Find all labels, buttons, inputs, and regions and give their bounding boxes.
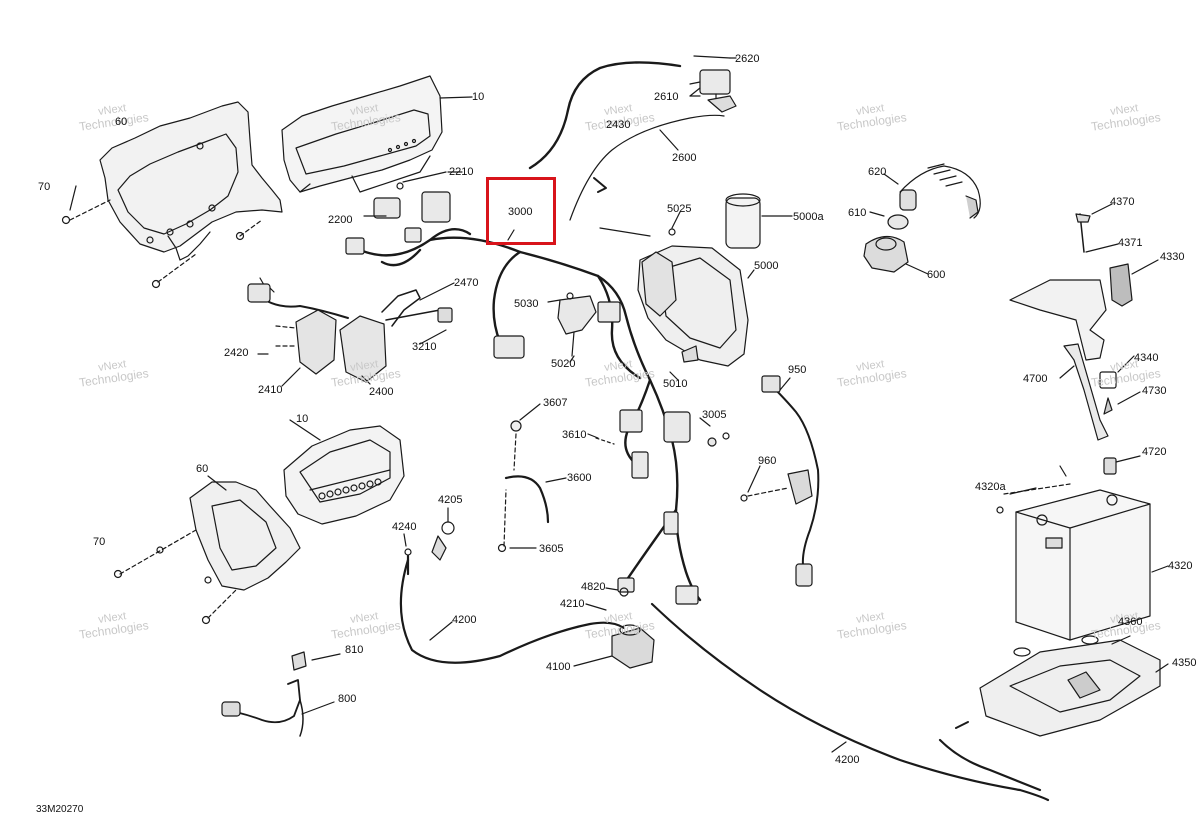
- ignition-switch: [863, 235, 909, 273]
- harness-connector: [493, 335, 525, 359]
- callout-3605[interactable]: 3605: [539, 543, 564, 555]
- battery: [1015, 489, 1151, 641]
- callout-2210[interactable]: 2210: [449, 166, 474, 178]
- callout-4370[interactable]: 4370: [1110, 196, 1135, 208]
- callout-800[interactable]: 800: [338, 693, 357, 705]
- callout-2610[interactable]: 2610: [654, 91, 679, 103]
- callout-5000[interactable]: 5000: [754, 260, 779, 272]
- callout-610[interactable]: 610: [848, 207, 867, 219]
- callout-3600[interactable]: 3600: [567, 472, 592, 484]
- handlebar-switch: [295, 309, 337, 375]
- callout-4200[interactable]: 4200: [452, 614, 477, 626]
- callout-2420[interactable]: 2420: [224, 347, 249, 359]
- switch-module: [699, 69, 731, 95]
- harness-connector: [663, 511, 679, 535]
- fuse-cylinder: [725, 197, 761, 249]
- ground-cable: [504, 475, 550, 524]
- positive-cable: [399, 558, 626, 664]
- harness-connector: [404, 227, 422, 243]
- callout-2600[interactable]: 2600: [672, 152, 697, 164]
- callout-5030[interactable]: 5030: [514, 298, 539, 310]
- callout-4820[interactable]: 4820: [581, 581, 606, 593]
- callout-4371[interactable]: 4371: [1118, 237, 1143, 249]
- harness-connector: [675, 585, 699, 605]
- callout-2200[interactable]: 2200: [328, 214, 353, 226]
- callout-4720[interactable]: 4720: [1142, 446, 1167, 458]
- callout-3005[interactable]: 3005: [702, 409, 727, 421]
- battery-bracket: [1009, 279, 1107, 361]
- callout-5000a[interactable]: 5000a: [793, 211, 824, 223]
- callout-2470[interactable]: 2470: [454, 277, 479, 289]
- callout-3210[interactable]: 3210: [412, 341, 437, 353]
- antenna-cable: [528, 61, 682, 170]
- callout-2620[interactable]: 2620: [735, 53, 760, 65]
- callout-620[interactable]: 620: [868, 166, 887, 178]
- callout-70[interactable]: 70: [38, 181, 51, 193]
- callout-4320[interactable]: 4320: [1168, 560, 1193, 572]
- mounting-bracket: [557, 295, 597, 335]
- callout-4350[interactable]: 4350: [1172, 657, 1197, 669]
- callout-60[interactable]: 60: [115, 116, 128, 128]
- callout-70-lower[interactable]: 70: [93, 536, 106, 548]
- callout-3607[interactable]: 3607: [543, 397, 568, 409]
- callout-4340[interactable]: 4340: [1134, 352, 1159, 364]
- callout-4700[interactable]: 4700: [1023, 373, 1048, 385]
- harness-connector: [631, 451, 649, 479]
- callout-4330[interactable]: 4330: [1160, 251, 1185, 263]
- callout-4200-lower[interactable]: 4200: [835, 754, 860, 766]
- callout-60-lower[interactable]: 60: [196, 463, 209, 475]
- callout-5020[interactable]: 5020: [551, 358, 576, 370]
- callout-3000[interactable]: 3000: [508, 206, 533, 218]
- harness-connector: [663, 411, 691, 443]
- harness-connector: [421, 191, 451, 223]
- callout-4320a[interactable]: 4320a: [975, 481, 1006, 493]
- callout-4240[interactable]: 4240: [392, 521, 417, 533]
- harness-connector: [373, 197, 401, 219]
- callout-4730[interactable]: 4730: [1142, 385, 1167, 397]
- cluster-bezel-lower: [156, 481, 301, 591]
- callout-600[interactable]: 600: [927, 269, 946, 281]
- diagram-reference-code: 33M20270: [36, 804, 84, 815]
- highlight-box: [486, 177, 556, 245]
- callout-960[interactable]: 960: [758, 455, 777, 467]
- callout-10-lower[interactable]: 10: [296, 413, 309, 425]
- callout-950[interactable]: 950: [788, 364, 807, 376]
- harness-connector: [619, 409, 643, 433]
- cluster-bezel-top: [99, 101, 283, 261]
- callout-810[interactable]: 810: [345, 644, 364, 656]
- callout-4205[interactable]: 4205: [438, 494, 463, 506]
- engine-control-unit: [637, 245, 755, 367]
- callout-2410[interactable]: 2410: [258, 384, 283, 396]
- callout-5010[interactable]: 5010: [663, 378, 688, 390]
- instrument-cluster-lower: [283, 419, 405, 525]
- callout-4360[interactable]: 4360: [1118, 616, 1143, 628]
- instrument-cluster-top: [281, 75, 473, 193]
- callout-3610[interactable]: 3610: [562, 429, 587, 441]
- callout-2400[interactable]: 2400: [369, 386, 394, 398]
- callout-4100[interactable]: 4100: [546, 661, 571, 673]
- callout-10[interactable]: 10: [472, 91, 485, 103]
- callout-5025[interactable]: 5025: [667, 203, 692, 215]
- harness-connector: [597, 301, 621, 323]
- callout-2430[interactable]: 2430: [606, 119, 631, 131]
- callout-4210[interactable]: 4210: [560, 598, 585, 610]
- main-battery-cable: [650, 602, 1050, 802]
- battery-tray: [979, 635, 1161, 737]
- harness-connector: [345, 237, 365, 255]
- handlebar-switch: [339, 315, 387, 383]
